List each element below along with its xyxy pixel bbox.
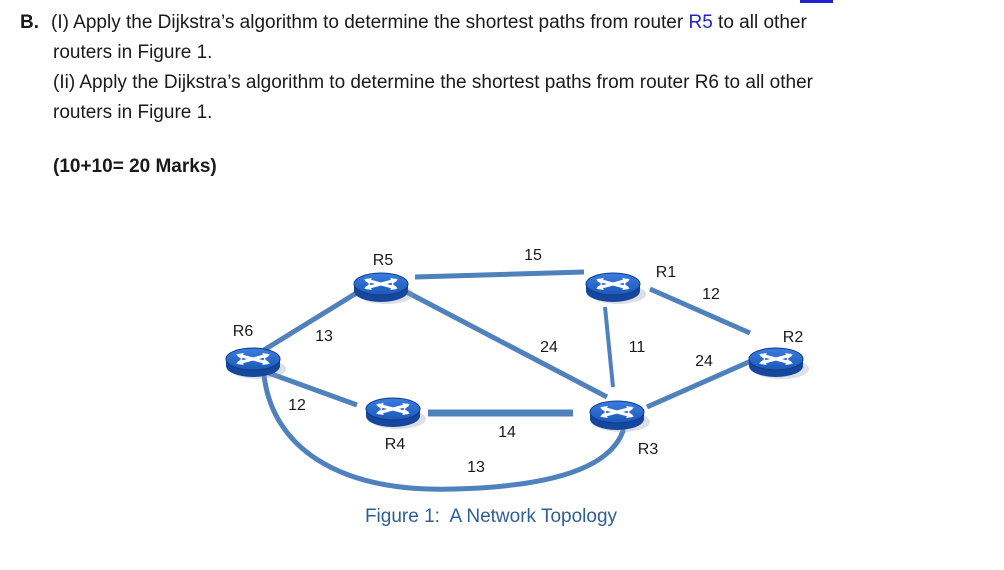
link-R1-R2	[648, 286, 752, 336]
node-label-R5: R5	[373, 252, 394, 269]
router-node-R3	[589, 400, 650, 432]
edge-weight-R6-R3: 13	[467, 459, 485, 476]
router-node-R6	[225, 347, 286, 379]
node-label-R3: R3	[638, 441, 659, 458]
link-R5-R1	[414, 269, 585, 280]
router-arrows-icon	[364, 277, 398, 291]
router-arrows-icon	[376, 402, 410, 416]
router-arrows-icon	[236, 352, 270, 366]
edge-weight-R2-R3: 24	[695, 353, 713, 370]
link-R5-R3	[397, 285, 609, 400]
router-node-R1	[585, 272, 646, 304]
router-r5-mention: R5	[688, 12, 713, 33]
question-line-3: (Ii) Apply the Dijkstra’s algorithm to d…	[53, 72, 813, 93]
node-label-R2: R2	[783, 329, 804, 346]
question-line-1: B. (I) Apply the Dijkstra’s algorithm to …	[20, 8, 985, 38]
edge-weight-R5-R3: 24	[540, 339, 558, 356]
edge-weight-R1-R2: 12	[702, 286, 720, 303]
router-arrows-icon	[759, 352, 793, 366]
question-line-1-text: (I) Apply the Dijkstra’s algorithm to de…	[51, 12, 689, 33]
edge-weight-R6-R4: 12	[288, 397, 306, 414]
router-node-R2	[748, 347, 809, 379]
figure-caption: Figure 1: A Network Topology	[364, 506, 618, 527]
router-arrows-icon	[600, 405, 634, 419]
question-label: B.	[20, 12, 39, 33]
node-label-R1: R1	[656, 264, 677, 281]
link-R6-R3	[261, 372, 626, 492]
link-R6-R4	[265, 369, 358, 408]
question-line-2: routers in Figure 1.	[53, 42, 213, 63]
node-label-R6: R6	[233, 323, 254, 340]
clipped-text-artifact	[800, 0, 833, 3]
edge-weight-R5-R6: 13	[315, 328, 333, 345]
router-arrows-icon	[596, 277, 630, 291]
link-R1-R3	[603, 306, 615, 388]
link-R5-R6	[262, 286, 365, 353]
edge-weight-R5-R1: 15	[524, 247, 542, 264]
router-node-R5	[353, 272, 414, 304]
edge-weight-R1-R3: 11	[629, 339, 646, 356]
edge-weight-R4-R3: 14	[498, 424, 516, 441]
question-line-4: routers in Figure 1.	[53, 102, 213, 123]
node-label-R4: R4	[385, 436, 406, 453]
question-line-1-tail: to all other	[712, 12, 807, 33]
router-node-R4	[365, 397, 426, 429]
question-block: B. (I) Apply the Dijkstra’s algorithm to …	[20, 8, 985, 182]
link-R2-R3	[645, 358, 753, 410]
marks-line: (10+10= 20 Marks)	[53, 156, 217, 177]
